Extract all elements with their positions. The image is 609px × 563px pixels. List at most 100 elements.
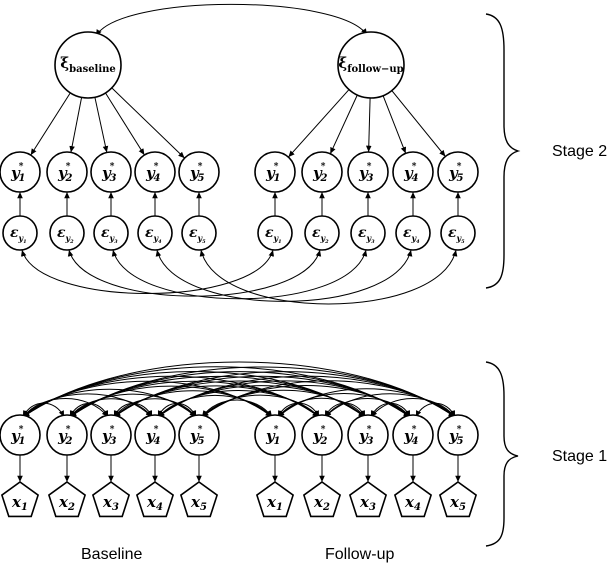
loading-arrow-baseline [94,97,109,153]
stage1-ystar-node-baseline-1: y*1 [0,414,41,456]
x-indicator-baseline-5: x5 [179,481,219,518]
ystar-circle [0,151,41,193]
ystar-correlation-arrow [324,402,366,418]
ystar-correlation-arrow [22,402,65,418]
ystar-circle [392,151,434,193]
ystar-circle [437,151,479,193]
error-covariance-arrow [111,249,368,300]
x-indicator-followup-1: x1 [255,481,295,518]
x-pentagon [348,481,388,518]
x-label: x5 [449,493,466,513]
error-label: εy1 [10,225,27,245]
error-circle [2,215,38,251]
stage2-brace [485,13,521,289]
error-label: εy5 [189,225,206,245]
stage2-ystar-node-followup-2: y*2 [301,151,343,193]
x-label: x1 [266,493,283,513]
stage1-ystar-node-followup-2: y*2 [301,414,343,456]
error-label: εy3 [358,225,375,245]
loading-arrow-baseline [30,92,71,156]
x-label: x5 [190,493,207,513]
ystar-label: y*1 [10,162,25,184]
stage1-brace [485,361,519,547]
ystar-label: y*1 [265,425,280,447]
error-covariance-arrow [21,249,274,294]
ystar-label: y*4 [145,425,160,447]
ystar-correlation-arrow [415,402,456,418]
ystar-label: y*1 [265,162,280,184]
stage2-ystar-node-baseline-1: y*1 [0,151,41,193]
ystar-label: y*2 [312,162,327,184]
stage2-ystar-node-followup-3: y*3 [347,151,389,193]
ystar-circle [90,151,132,193]
x-label: x4 [146,493,163,513]
ystar-label: y*4 [403,425,418,447]
ystar-circle [437,414,479,456]
ystar-circle [392,414,434,456]
ystar-label: y*3 [101,162,116,184]
stage1-ystar-node-followup-3: y*3 [347,414,389,456]
error-label: εy3 [101,225,118,245]
error-circle [350,215,386,251]
stage1-ystar-node-baseline-5: y*5 [178,414,220,456]
loading-arrow-followup [329,94,358,155]
x-indicator-followup-5: x5 [438,481,478,518]
ystar-correlation-arrow [324,393,456,418]
ystar-correlation-arrow [277,402,320,418]
error-node-followup-3: εy3 [350,215,386,251]
x-label: x2 [58,493,75,513]
x-pentagon [179,481,219,518]
ystar-label: y*5 [448,162,463,184]
stage2-ystar-node-baseline-5: y*5 [178,151,220,193]
latent-label: ξfollow−up [338,54,403,75]
x-label: x1 [11,493,28,513]
error-node-followup-4: εy4 [395,215,431,251]
loading-arrow-followup [365,97,372,153]
stage2-ystar-node-followup-4: y*4 [392,151,434,193]
stage1-ystar-node-baseline-4: y*4 [134,414,176,456]
loading-arrow-baseline [69,97,83,153]
ystar-circle [301,151,343,193]
error-label: εy4 [403,225,420,245]
error-covariance-arrow [155,249,413,302]
ystar-circle [254,151,296,193]
ystar-label: y*4 [145,162,160,184]
x-indicator-baseline-3: x3 [91,481,131,518]
ystar-label: y*3 [358,425,373,447]
ystar-circle [254,414,296,456]
error-label: εy1 [265,225,282,245]
loading-arrow-followup [382,95,407,154]
ystar-circle [347,414,389,456]
ystar-circle [301,414,343,456]
x-indicator-baseline-4: x4 [135,481,175,518]
error-circle [181,215,217,251]
ystar-circle [134,151,176,193]
stage2-ystar-node-baseline-2: y*2 [46,151,88,193]
error-circle [137,215,173,251]
error-node-followup-2: εy2 [304,215,340,251]
x-pentagon [438,481,478,518]
ystar-correlation-arrow [324,398,411,418]
error-label: εy2 [312,225,329,245]
x-pentagon [47,481,87,518]
error-node-baseline-1: εy1 [2,215,38,251]
loading-arrow-baseline [111,87,185,159]
ystar-label: y*2 [312,425,327,447]
error-covariance-arrow [199,249,458,305]
ystar-label: y*5 [189,425,204,447]
ystar-label: y*5 [189,162,204,184]
error-circle [440,215,476,251]
error-node-followup-5: εy5 [440,215,476,251]
loading-arrow-followup [288,89,350,158]
x-indicator-followup-3: x3 [348,481,388,518]
error-circle [257,215,293,251]
loading-arrow-followup [391,90,446,157]
ystar-label: y*5 [448,425,463,447]
error-node-baseline-2: εy2 [49,215,85,251]
ystar-correlation-arrow [69,393,197,418]
ystar-circle [347,151,389,193]
ystar-label: y*2 [57,425,72,447]
latent-circle [54,31,122,99]
